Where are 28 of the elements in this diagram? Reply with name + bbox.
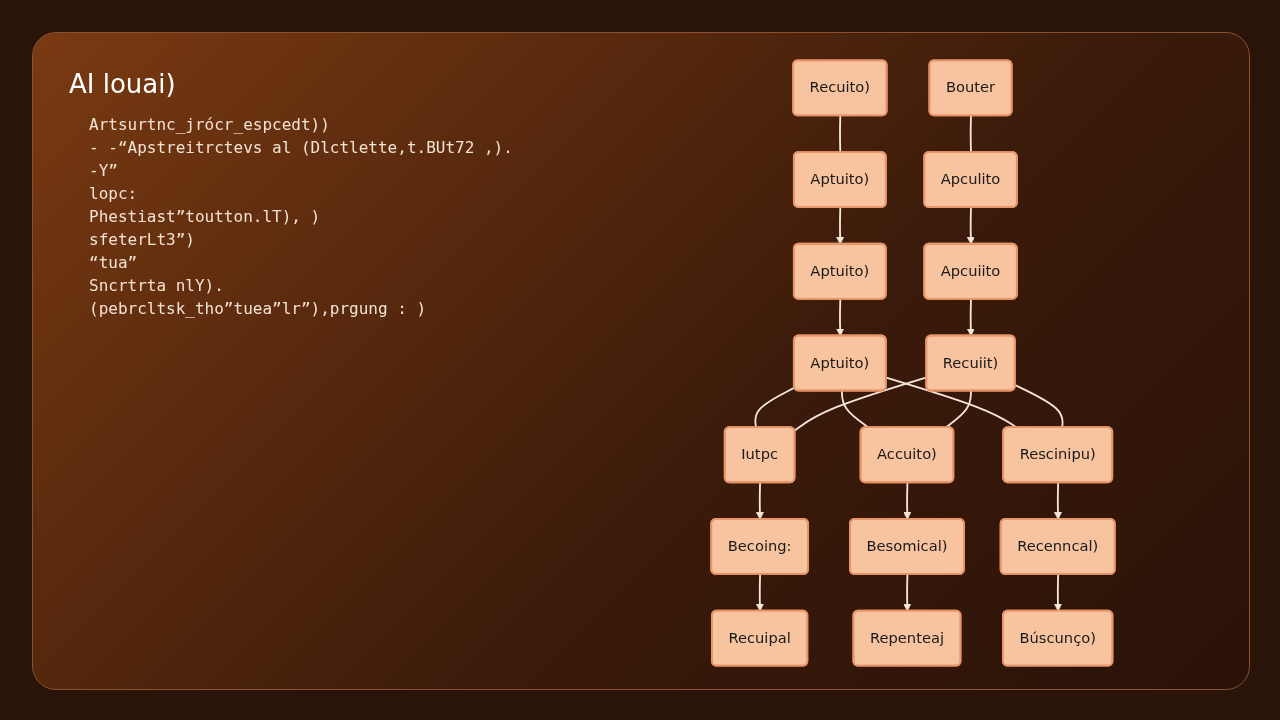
connector bbox=[840, 390, 870, 429]
code-line: lopc: bbox=[89, 184, 139, 203]
code-line: Artsurtnc_jrócr_espcedt)) bbox=[89, 115, 331, 134]
connector bbox=[1014, 384, 1064, 429]
code-line: “tua” bbox=[89, 253, 139, 272]
title: AI louai) bbox=[69, 69, 177, 99]
arrow bbox=[1053, 481, 1062, 520]
arrow bbox=[836, 206, 845, 245]
arrow bbox=[903, 481, 912, 520]
arrow bbox=[755, 573, 764, 612]
code-line: -Y” bbox=[89, 161, 119, 180]
arrow bbox=[966, 206, 975, 245]
connector bbox=[839, 114, 842, 154]
arrow bbox=[903, 573, 912, 612]
connector bbox=[885, 376, 1018, 429]
connector bbox=[754, 386, 796, 429]
flowchart: Recuito) Aptuito) Aptuito) Aptuito) Bouter Apculito Apcuiito Recuiit) Iutpc Becoing: Recuipal Accuito) Besomical) Repenteaj Rescinipu) Recenncal) Búscunço) bbox=[593, 53, 1233, 673]
code-line: Sncrtrta nlY). bbox=[89, 276, 225, 295]
arrow bbox=[836, 298, 845, 337]
arrow bbox=[1053, 573, 1062, 612]
code-line: sfeterLt3”) bbox=[89, 230, 196, 249]
code-line: (pebrcltsk_tho”tuea”lr”),prgung : ) bbox=[89, 299, 428, 318]
connector bbox=[969, 114, 972, 154]
code-line: Phestiast”toutton.lT), ) bbox=[89, 207, 322, 226]
connector bbox=[944, 390, 972, 429]
code-line: - -“Apstreitrctevs al (Dlctlette,t.BUt72 ,). bbox=[89, 138, 514, 157]
arrow bbox=[755, 481, 764, 520]
arrow bbox=[966, 298, 975, 337]
